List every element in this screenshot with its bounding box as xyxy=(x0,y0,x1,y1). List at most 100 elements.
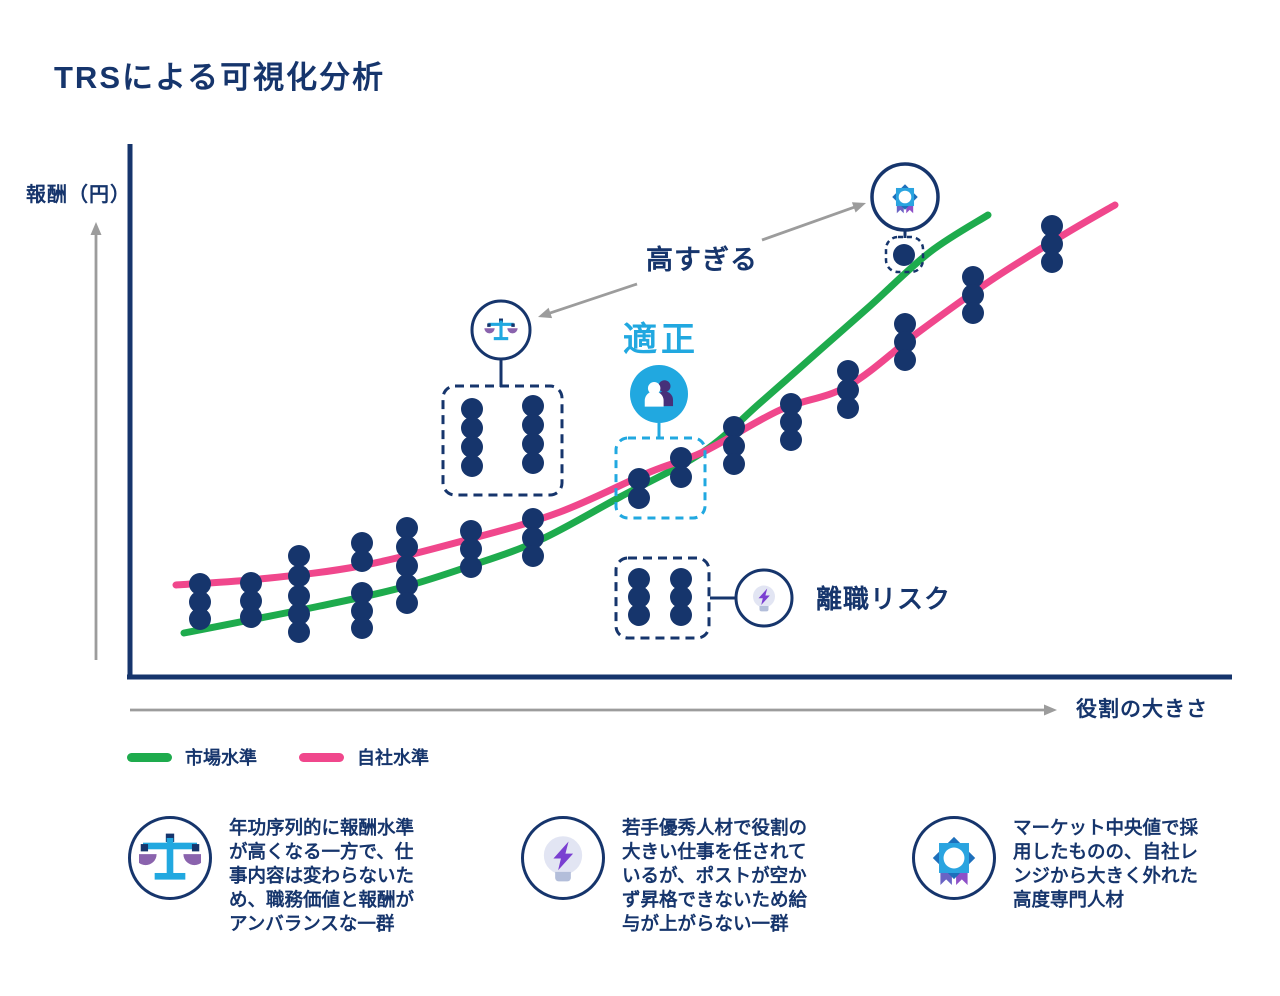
employee-dot xyxy=(351,550,373,572)
employee-dot xyxy=(351,582,373,604)
info-card-text: マーケット中央値で採用したものの、自社レンジから大きく外れた高度専門人材 xyxy=(1013,817,1199,910)
y-axis-label: 報酬（円） xyxy=(26,184,131,206)
employee-dot xyxy=(288,545,310,567)
employee-dot xyxy=(780,429,802,451)
too-high-to-medal-arrow xyxy=(761,202,866,242)
page-title: TRSによる可視化分析 xyxy=(54,60,386,95)
info-card-market-hire: マーケット中央値で採用したものの、自社レンジから大きく外れた高度専門人材 xyxy=(912,816,1214,912)
employee-dot-unbalanced xyxy=(461,455,483,477)
employee-dot xyxy=(723,435,745,457)
employee-dot xyxy=(396,555,418,577)
employee-dot xyxy=(396,592,418,614)
people-icon-badge xyxy=(630,365,688,423)
employee-dot-appropriate xyxy=(628,468,650,490)
employee-dot xyxy=(288,585,310,607)
employee-dot-turnover xyxy=(628,568,650,590)
employee-dot xyxy=(837,379,859,401)
employee-dot xyxy=(396,536,418,558)
employee-dot xyxy=(522,527,544,549)
employee-dot xyxy=(894,349,916,371)
employee-dot-appropriate xyxy=(670,466,692,488)
employee-dot xyxy=(240,590,262,612)
employee-dot-turnover xyxy=(628,586,650,608)
medal-icon xyxy=(932,836,976,885)
employee-dot xyxy=(351,617,373,639)
legend-item-company: 自社水準 xyxy=(299,744,429,770)
info-card-turnover: 若手優秀人材で役割の大きい仕事を任されているが、ポストが空かず昇格できないため給… xyxy=(521,816,823,936)
employee-dot xyxy=(522,545,544,567)
employee-dot-unbalanced xyxy=(522,395,544,417)
employee-dot-unbalanced xyxy=(461,398,483,420)
employee-dot xyxy=(240,572,262,594)
too-high-to-scale-arrow xyxy=(538,282,638,319)
employee-dot xyxy=(396,574,418,596)
employee-dot xyxy=(522,508,544,530)
employee-dot xyxy=(288,621,310,643)
card-icon-circle xyxy=(128,816,212,900)
medal-icon xyxy=(892,184,918,214)
group-box-market_hire xyxy=(884,235,925,274)
employee-dot xyxy=(894,313,916,335)
employee-dot xyxy=(962,284,984,306)
employee-dot xyxy=(780,393,802,415)
employee-dot xyxy=(962,266,984,288)
card-icon-circle xyxy=(521,816,605,900)
employee-dot-unbalanced xyxy=(522,452,544,474)
employee-dot xyxy=(723,453,745,475)
info-card-unbalanced: 年功序列的に報酬水準が高くなる一方で、仕事内容は変わらないため、職務価値と報酬が… xyxy=(128,816,430,936)
employee-dot xyxy=(894,331,916,353)
employee-dot xyxy=(460,556,482,578)
market-line-swatch xyxy=(127,752,172,762)
x-direction-arrow xyxy=(130,704,1057,716)
employee-dot-turnover xyxy=(670,568,692,590)
employee-dot-appropriate xyxy=(628,487,650,509)
employee-dot xyxy=(351,532,373,554)
card-icon-circle xyxy=(912,816,996,900)
curve-market xyxy=(180,211,992,637)
info-card-text: 若手優秀人材で役割の大きい仕事を任されているが、ポストが空かず昇格できないため給… xyxy=(622,817,808,934)
legend-label-market: 市場水準 xyxy=(185,748,257,768)
employee-dot xyxy=(1041,233,1063,255)
employee-dot xyxy=(240,606,262,628)
info-card-text: 年功序列的に報酬水準が高くなる一方で、仕事内容は変わらないため、職務価値と報酬が… xyxy=(229,817,415,934)
annotation-too-high: 高すぎる xyxy=(646,245,758,275)
employee-dot xyxy=(723,416,745,438)
scale-icon xyxy=(484,318,518,341)
employee-dot xyxy=(396,517,418,539)
employee-dot xyxy=(189,608,211,630)
scale-icon-badge xyxy=(470,299,532,361)
employee-dot-appropriate xyxy=(670,447,692,469)
employee-dot xyxy=(288,565,310,587)
x-axis-label: 役割の大きさ xyxy=(1076,698,1208,721)
employee-dot xyxy=(189,591,211,613)
medal-icon-badge xyxy=(870,162,940,232)
employee-dot xyxy=(1041,215,1063,237)
employee-dot xyxy=(962,302,984,324)
lightbulb-icon-badge xyxy=(734,568,794,628)
y-direction-arrow xyxy=(90,222,102,660)
lightbulb-icon xyxy=(753,585,775,612)
employee-dot-market_hire xyxy=(893,244,915,266)
employee-dot-unbalanced xyxy=(522,433,544,455)
employee-dot-unbalanced xyxy=(461,436,483,458)
employee-dot xyxy=(837,397,859,419)
employee-dot-turnover xyxy=(628,604,650,626)
group-box-turnover xyxy=(614,556,711,640)
annotation-turnover-risk: 離職リスク xyxy=(816,584,952,614)
employee-dot xyxy=(288,603,310,625)
employee-dot-turnover xyxy=(670,586,692,608)
legend-label-company: 自社水準 xyxy=(357,748,429,768)
employee-dot xyxy=(1041,251,1063,273)
group-box-unbalanced xyxy=(441,384,564,497)
lightbulb-icon xyxy=(543,836,583,882)
company-line-swatch xyxy=(299,752,344,762)
employee-dot-turnover xyxy=(670,604,692,626)
employee-dot-unbalanced xyxy=(461,417,483,439)
employee-dot xyxy=(837,360,859,382)
employee-dot xyxy=(460,520,482,542)
annotation-appropriate: 適正 xyxy=(623,321,699,359)
people-icon xyxy=(644,380,674,407)
employee-dot xyxy=(351,600,373,622)
